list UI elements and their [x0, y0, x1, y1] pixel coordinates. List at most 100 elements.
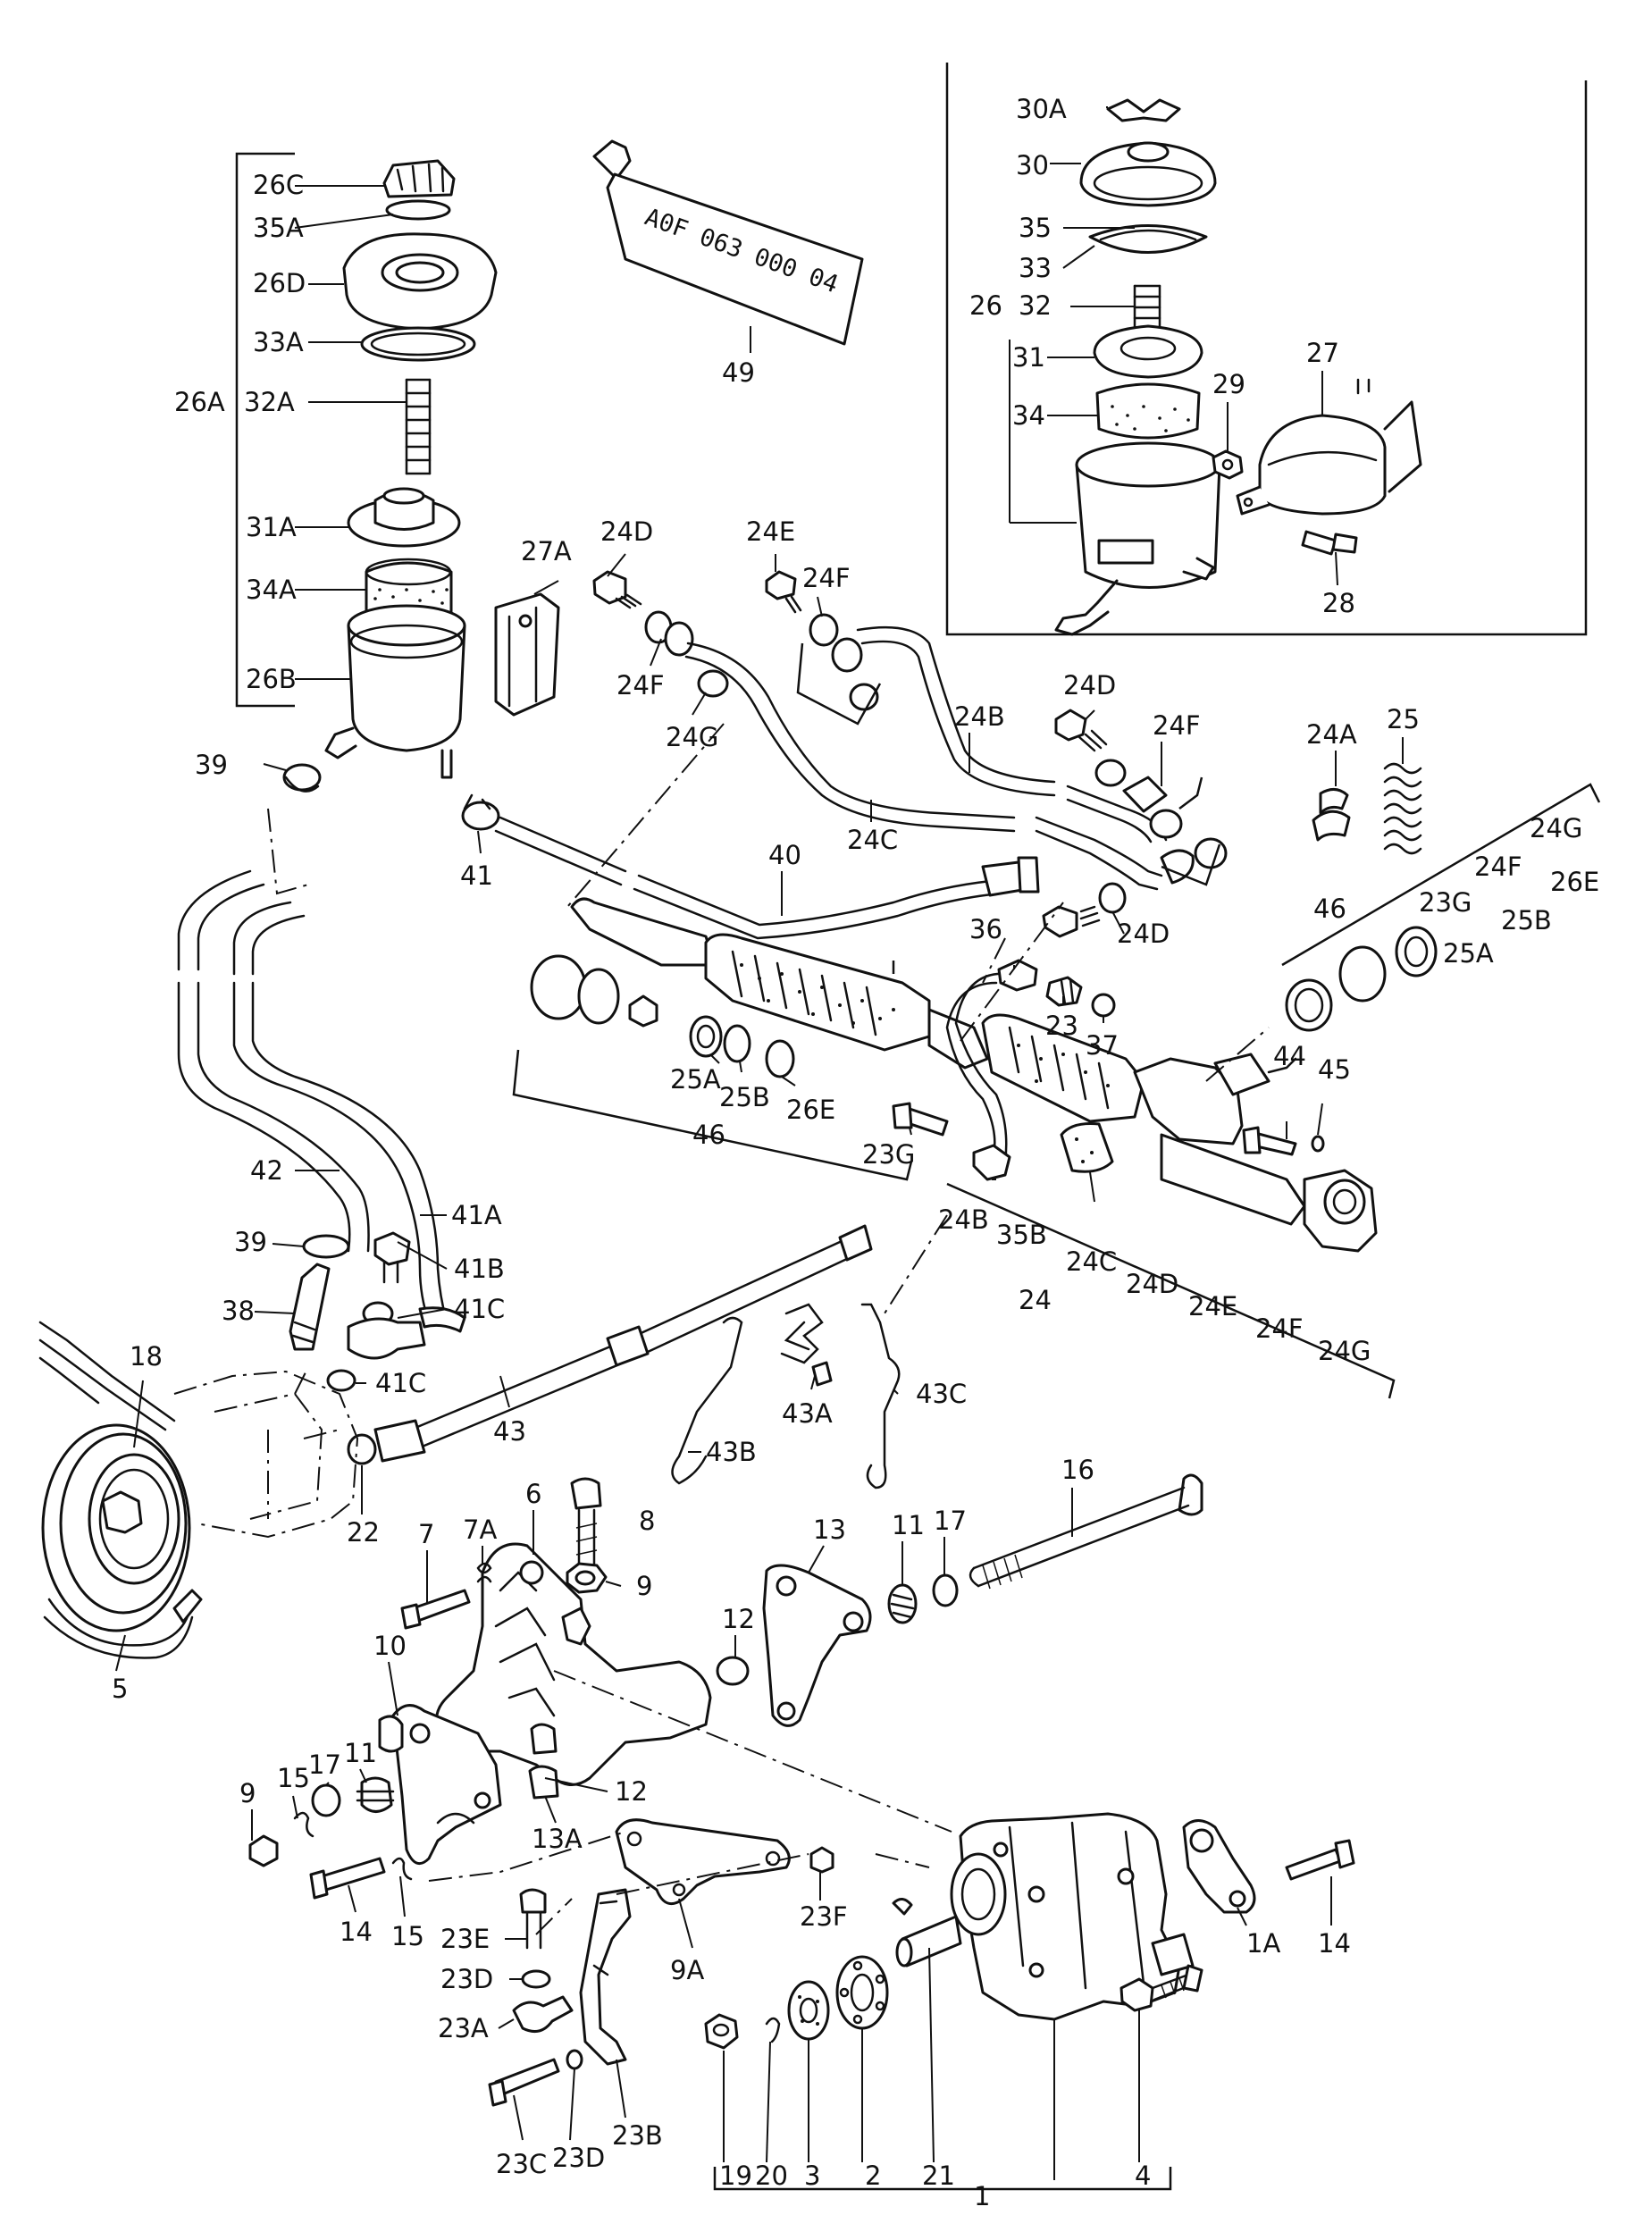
callout-43C: 43C [916, 1379, 967, 1409]
callout-20: 20 [755, 2160, 788, 2191]
callout-25: 25 [1387, 704, 1420, 734]
callout-30A: 30A [1016, 94, 1067, 124]
callout-1: 1 [974, 2181, 990, 2211]
callout-46-right: 46 [1313, 894, 1346, 924]
callout-24B-top: 24B [954, 701, 1005, 732]
callout-5: 5 [112, 1674, 128, 1704]
callout-24F-right: 24F [1153, 710, 1201, 741]
callout-9A: 9A [670, 1955, 704, 1985]
callout-24G-left: 24G [666, 722, 718, 752]
callout-38: 38 [222, 1296, 255, 1326]
callout-11-lower: 11 [344, 1738, 377, 1768]
callout-24B-low: 24B [938, 1204, 989, 1235]
hydraulic-lines-24 [494, 570, 1422, 940]
callout-11-upper: 11 [892, 1510, 925, 1540]
callout-24D-low: 24D [1117, 919, 1170, 949]
callout-3: 3 [804, 2160, 820, 2191]
callout-24F-left: 24F [616, 670, 665, 701]
callout-12-lower: 12 [615, 1776, 648, 1807]
grease-tube-49: A0F 063 000 04 [592, 139, 864, 346]
callout-24F-mid: 24F [802, 563, 851, 593]
callout-41-upper: 41 [460, 860, 493, 891]
callout-10: 10 [373, 1631, 407, 1661]
callout-24D-low2: 24D [1126, 1269, 1178, 1299]
callout-26: 26 [969, 290, 1002, 321]
callout-8: 8 [639, 1506, 655, 1536]
callout-25A-right: 25A [1443, 938, 1494, 969]
callout-24E-top: 24E [746, 516, 795, 547]
clips-43 [671, 1303, 901, 1489]
callout-36: 36 [969, 914, 1002, 944]
callout-24C-low: 24C [1066, 1246, 1117, 1277]
callout-45: 45 [1318, 1054, 1351, 1085]
pump-and-pulley [38, 1321, 359, 1659]
callout-34: 34 [1012, 400, 1045, 431]
leader-lines [115, 106, 1404, 2180]
callout-41B: 41B [454, 1254, 505, 1284]
callout-25B-left: 25B [719, 1082, 770, 1112]
callout-39-upper: 39 [195, 750, 228, 780]
power-steering-pump-1 [704, 1812, 1355, 2050]
callout-15-upper: 15 [277, 1763, 310, 1793]
callout-42: 42 [250, 1155, 283, 1186]
callout-9-lower: 9 [239, 1778, 256, 1808]
callout-23F: 23F [800, 1901, 848, 1932]
callout-23B: 23B [612, 2120, 663, 2151]
callout-14-left: 14 [340, 1917, 373, 1947]
callout-26A: 26A [174, 387, 225, 417]
callout-35: 35 [1019, 213, 1052, 243]
callout-labels: 26C 35A 26D 33A 26A 32A 31A 34A 26B 27A … [112, 94, 1599, 2211]
callout-7: 7 [418, 1519, 434, 1549]
callout-35A: 35A [253, 213, 304, 243]
callout-24E-low: 24E [1188, 1291, 1237, 1321]
callout-43B: 43B [706, 1437, 757, 1467]
bracket-27A [494, 592, 560, 717]
callout-24: 24 [1019, 1285, 1052, 1315]
assembly-lines [267, 723, 1270, 1935]
return-hoses [177, 869, 466, 1333]
callout-26E-right: 26E [1550, 867, 1599, 897]
callout-12-upper: 12 [722, 1604, 755, 1634]
callout-34A: 34A [246, 575, 297, 605]
callout-6: 6 [525, 1479, 541, 1509]
small-fasteners [248, 1477, 834, 2107]
reservoir-assembly-26A [324, 159, 498, 779]
callout-13A: 13A [532, 1824, 583, 1854]
callout-24C-mid: 24C [847, 825, 898, 855]
hose-clamp-41-upper [461, 793, 500, 831]
callout-41A: 41A [451, 1200, 502, 1230]
callout-18: 18 [130, 1341, 163, 1372]
callout-41C-upper: 41C [454, 1294, 505, 1324]
steering-rack [530, 897, 1438, 1253]
callout-19: 19 [719, 2160, 752, 2191]
callout-7A: 7A [463, 1514, 497, 1545]
callout-16: 16 [1061, 1455, 1094, 1485]
callout-44: 44 [1273, 1041, 1306, 1071]
pump-bolt-16 [887, 1473, 1203, 1624]
pump-brackets [391, 1542, 872, 2066]
callout-14-right: 14 [1318, 1928, 1351, 1959]
callout-13: 13 [813, 1514, 846, 1545]
callout-39-lower: 39 [234, 1227, 267, 1257]
callout-43A: 43A [782, 1398, 833, 1429]
callout-25B-right: 25B [1501, 905, 1552, 936]
callout-23C: 23C [496, 2149, 547, 2179]
callout-9-upper: 9 [636, 1571, 652, 1601]
callout-2: 2 [865, 2160, 881, 2191]
callout-23G-left: 23G [862, 1139, 915, 1170]
callout-26C: 26C [253, 170, 304, 200]
callout-24D-top: 24D [600, 516, 653, 547]
callout-33A: 33A [253, 327, 304, 357]
callout-24F-right2: 24F [1474, 852, 1522, 882]
group-braces [235, 152, 1601, 2191]
callout-41C-lower: 41C [375, 1368, 426, 1398]
callout-15-lower: 15 [391, 1921, 424, 1951]
callout-23E: 23E [440, 1924, 490, 1954]
callout-32A: 32A [244, 387, 295, 417]
callout-4: 4 [1135, 2160, 1151, 2191]
pressure-hose-43 [347, 1224, 873, 1465]
callout-25A-left: 25A [670, 1064, 721, 1095]
callout-32: 32 [1019, 290, 1052, 321]
callout-49: 49 [722, 357, 755, 388]
pump-fittings [289, 1231, 426, 1392]
